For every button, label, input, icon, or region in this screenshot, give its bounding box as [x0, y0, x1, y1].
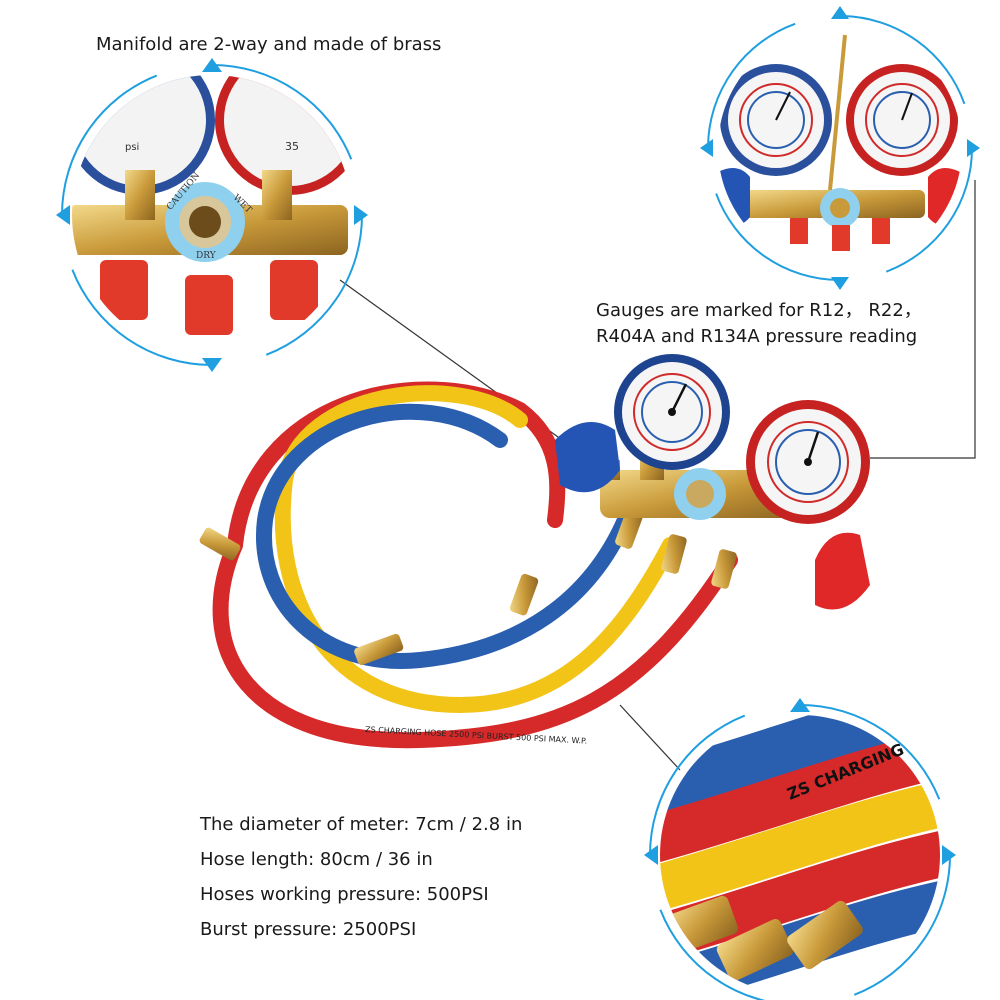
- gauges-caption: Gauges are marked for R12， R22， R404A an…: [596, 298, 922, 350]
- left-dial-unit: psi: [125, 142, 139, 153]
- manifold-gauge-set: ZS CHARGING HOSE 2500 PSI BURST 500 PSI …: [199, 354, 870, 749]
- spec-burst-pressure: Burst pressure: 2500PSI: [200, 919, 417, 940]
- brass-fitting: [711, 549, 737, 589]
- blue-valve-knob: [555, 422, 620, 493]
- blue-hose: [256, 403, 633, 669]
- arrow-icon: [56, 205, 70, 225]
- brass-fitting: [509, 573, 539, 616]
- spec-meter-diameter: The diameter of meter: 7cm / 2.8 in: [200, 814, 523, 835]
- arrow-icon: [354, 205, 368, 225]
- spec-hose-length: Hose length: 80cm / 36 in: [200, 849, 433, 870]
- arrow-icon: [967, 139, 980, 157]
- spec-working-pressure: Hoses working pressure: 500PSI: [200, 884, 489, 905]
- gauges-caption-line1: Gauges are marked for R12， R22，: [596, 300, 922, 321]
- brass-fitting: [661, 534, 687, 574]
- brass-fitting: [354, 633, 404, 665]
- leader-line-manifold: [339, 279, 591, 461]
- arrow-icon: [942, 845, 956, 865]
- zoom-circle-manifold: CAUTION WET DRY psi 35: [56, 58, 368, 372]
- high-pressure-gauge: [746, 400, 870, 524]
- dry-label: DRY: [196, 251, 217, 261]
- arrow-icon: [644, 845, 658, 865]
- spec-list: The diameter of meter: 7cm / 2.8 in Hose…: [200, 812, 522, 952]
- arrow-icon: [831, 277, 849, 290]
- low-pressure-gauge: [614, 354, 730, 470]
- arrow-icon: [202, 358, 222, 372]
- leader-line-hose: [619, 704, 681, 771]
- red-valve-knob: [815, 532, 870, 610]
- arrow-icon: [202, 58, 222, 72]
- arrow-icon: [700, 139, 713, 157]
- leader-line-gauges: [870, 180, 976, 459]
- right-dial-number: 35: [285, 140, 299, 153]
- zoom-circle-hoses: ZS CHARGING: [644, 698, 956, 1000]
- brass-fitting: [199, 527, 241, 561]
- arrow-icon: [790, 698, 810, 712]
- gauges-caption-line2: R404A and R134A pressure reading: [596, 326, 918, 347]
- manifold-caption: Manifold are 2-way and made of brass: [96, 34, 442, 55]
- red-hose: [212, 537, 738, 749]
- brass-fitting: [615, 509, 643, 549]
- arrow-icon: [831, 6, 849, 19]
- zoom-circle-gauges: [700, 6, 980, 290]
